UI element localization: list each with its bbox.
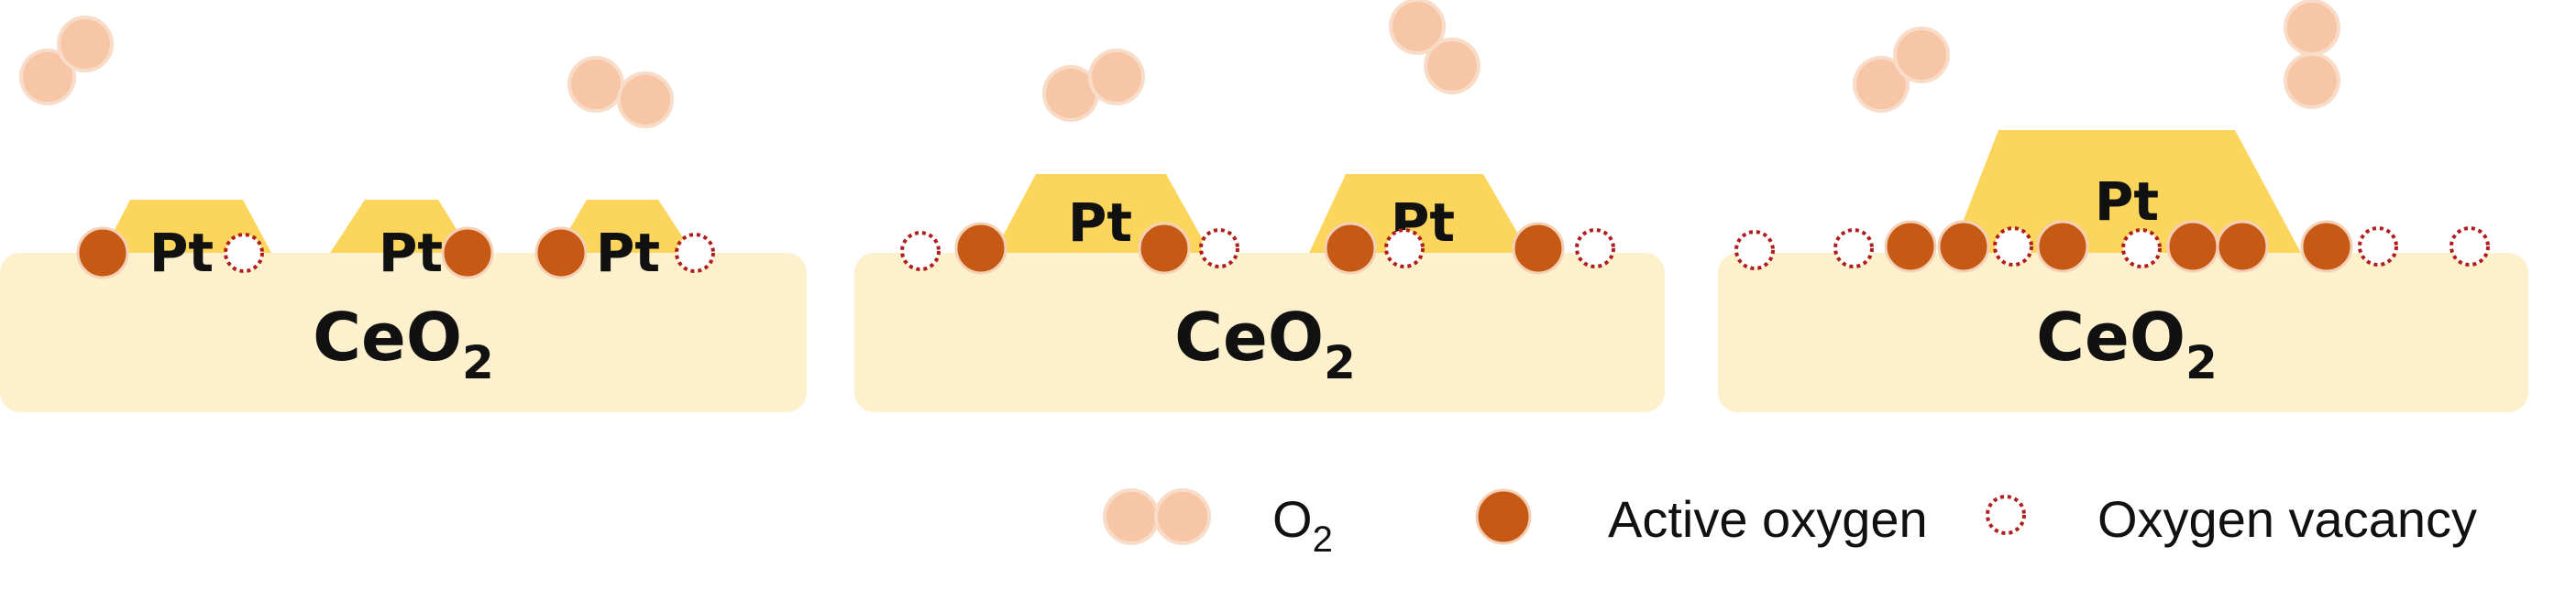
- oxygen-vacancy: [224, 233, 264, 273]
- active-oxygen: [954, 222, 1007, 275]
- o2-molecule-icon: [1103, 488, 1211, 545]
- active-oxygen: [2216, 220, 2269, 273]
- substrate-label: CeO2: [1174, 299, 1356, 389]
- legend-o2-label: O2: [1272, 490, 1333, 560]
- active-oxygen-icon: [1475, 488, 1532, 545]
- oxygen-vacancy: [1833, 228, 1874, 268]
- oxygen-vacancy: [1993, 226, 2033, 267]
- pt-label: Pt: [1068, 191, 1132, 254]
- oxygen-vacancy: [2358, 226, 2398, 267]
- ceo2-substrate: [0, 253, 807, 412]
- pt-label: Pt: [149, 222, 214, 284]
- active-oxygen: [1138, 222, 1191, 275]
- panel-2: Pt Pt CeO2: [854, 0, 1665, 412]
- legend-active-oxygen-label: Active oxygen: [1608, 490, 1928, 548]
- oxygen-vacancy: [1575, 228, 1615, 268]
- oxygen-vacancy: [675, 233, 715, 273]
- active-oxygen: [1512, 222, 1565, 275]
- active-oxygen: [1324, 222, 1377, 275]
- pt-label: Pt: [379, 222, 443, 284]
- substrate-label: CeO2: [313, 299, 494, 389]
- oxygen-vacancy: [1734, 230, 1775, 270]
- active-oxygen: [1937, 220, 1990, 273]
- pt-label: Pt: [2095, 170, 2159, 233]
- active-oxygen: [441, 226, 494, 279]
- active-oxygen: [2166, 220, 2219, 273]
- oxygen-vacancy: [1384, 228, 1425, 268]
- oxygen-vacancy: [1199, 228, 1239, 268]
- active-oxygen: [534, 226, 588, 279]
- o2-molecule: [1389, 0, 1481, 94]
- active-oxygen: [2300, 220, 2353, 273]
- legend: O2 Active oxygen Oxygen vacancy: [1103, 488, 2477, 560]
- o2-molecule: [567, 56, 674, 128]
- o2-molecule: [1042, 49, 1145, 122]
- active-oxygen: [76, 226, 129, 279]
- panel-3: Pt CeO2: [1718, 0, 2528, 412]
- o2-molecule: [2284, 0, 2340, 109]
- panel-1: Pt Pt Pt CeO2: [0, 16, 807, 412]
- oxygen-vacancy-icon: [1986, 495, 2026, 535]
- substrate-label: CeO2: [2036, 299, 2218, 389]
- pt-particle: [1951, 130, 2301, 253]
- pt-particle: [556, 200, 693, 253]
- oxygen-vacancy: [2121, 228, 2162, 268]
- legend-vacancy-label: Oxygen vacancy: [2097, 490, 2477, 548]
- o2-molecule: [1853, 27, 1950, 113]
- ceo2-substrate: [854, 253, 1665, 412]
- oxygen-vacancy: [900, 231, 941, 271]
- pt-label: Pt: [596, 222, 660, 284]
- oxygen-vacancy: [2449, 226, 2490, 267]
- ceo2-substrate: [1718, 253, 2528, 412]
- active-oxygen: [2036, 220, 2089, 273]
- o2-molecule: [19, 16, 114, 105]
- pt-particle: [103, 200, 271, 253]
- active-oxygen: [1884, 220, 1937, 273]
- pt-particle: [330, 200, 471, 253]
